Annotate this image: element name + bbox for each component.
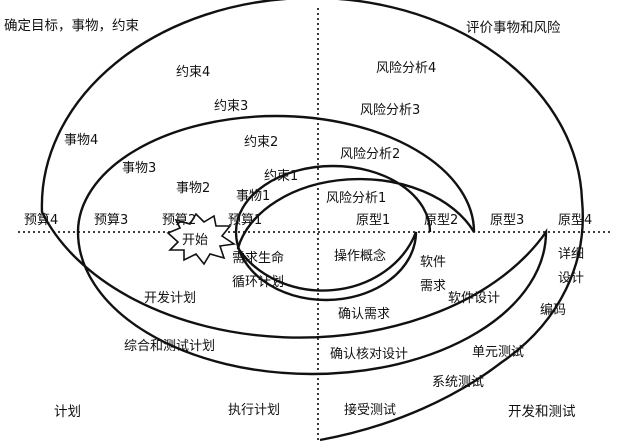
risk-analysis-3: 风险分析3 [360, 103, 420, 118]
detailed-design-line-1: 详细 [558, 247, 584, 262]
prototype-4: 原型4 [558, 213, 592, 228]
budget-3: 预算3 [94, 213, 128, 228]
prototype-2: 原型2 [424, 213, 458, 228]
development-plan: 开发计划 [144, 290, 196, 306]
object-2: 事物2 [176, 181, 210, 196]
budget-2: 预算2 [162, 213, 196, 228]
spiral-curve [234, 164, 476, 302]
execution-plan: 执行计划 [228, 403, 280, 418]
unit-test: 单元测试 [472, 345, 524, 360]
object-3: 事物3 [122, 161, 156, 176]
confirm-requirements: 确认需求 [338, 307, 390, 322]
quadrant-title-top-left: 确定目标，事物，约束 [4, 18, 139, 34]
prototype-1: 原型1 [356, 213, 390, 228]
acceptance-test: 接受测试 [344, 402, 396, 418]
risk-analysis-4: 风险分析4 [376, 61, 436, 76]
verify-design: 确认核对设计 [330, 347, 408, 362]
coding: 编码 [540, 303, 566, 318]
prototype-3: 原型3 [490, 213, 524, 228]
operation-concept: 操作概念 [334, 248, 386, 264]
software-requirements-line-2: 需求 [420, 279, 446, 294]
budget-1: 预算1 [228, 213, 262, 228]
lifecycle-plan-line-1: 需求生命 [232, 250, 284, 266]
lifecycle-plan-line-2: 循环计划 [232, 275, 284, 290]
system-test: 系统测试 [432, 375, 484, 390]
spiral-curve-outer [40, 0, 584, 442]
detailed-design-line-2: 设计 [558, 271, 584, 286]
constraint-2: 约束2 [244, 135, 278, 150]
start-burst-icon [166, 212, 237, 266]
integration-test-plan: 综合和测试计划 [124, 339, 215, 354]
risk-analysis-1: 风险分析1 [326, 191, 386, 206]
budget-4: 预算4 [24, 213, 58, 228]
quadrant-title-top-right: 评价事物和风险 [466, 20, 561, 36]
software-requirements-line-1: 软件 [420, 255, 446, 270]
constraint-1: 约束1 [264, 169, 298, 184]
object-1: 事物1 [236, 189, 270, 204]
quadrant-title-bottom-left: 计划 [54, 404, 81, 420]
software-design: 软件设计 [448, 291, 500, 306]
constraint-3: 约束3 [214, 99, 248, 114]
object-4: 事物4 [64, 133, 98, 148]
start-label: 开始 [182, 233, 208, 248]
constraint-4: 约束4 [176, 65, 210, 80]
risk-analysis-2: 风险分析2 [340, 147, 400, 162]
quadrant-title-bottom-right: 开发和测试 [508, 404, 576, 420]
